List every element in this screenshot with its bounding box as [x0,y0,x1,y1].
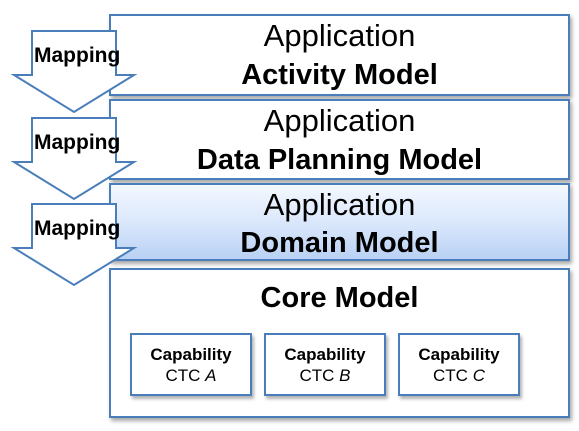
down-arrow-icon [10,203,138,287]
mapping-arrow-2: Mapping [8,117,138,201]
ctc-prefix: CTC [165,366,201,386]
ctc-letter: C [472,366,485,386]
capability-title: Capability [418,345,500,364]
domain-layer-title: Domain Model [240,227,439,259]
data-planning-model-layer: Application Data Planning Model [109,99,570,180]
data-planning-layer-line1: Application [263,103,416,138]
activity-layer-title: Activity Model [241,59,438,91]
capability-box-a: Capability CTC A [130,333,252,396]
domain-model-layer: Application Domain Model [109,183,570,261]
mapping-label: Mapping [34,131,121,154]
ctc-letter: B [339,366,351,386]
capability-box-c: Capability CTC C [398,333,520,396]
ctc-prefix: CTC [299,366,335,386]
mapping-label: Mapping [34,217,121,240]
mapping-arrow-3: Mapping [8,203,138,287]
domain-layer-line1: Application [263,187,416,222]
mapping-label: Mapping [34,44,121,67]
activity-layer-line1: Application [263,18,416,53]
down-arrow-icon [10,30,138,114]
capability-ctc-label: CTC A [132,365,250,387]
capability-ctc-label: CTC B [266,365,384,387]
activity-model-layer: Application Activity Model [109,14,570,96]
core-model-layer: Core Model Capability CTC A Capability C… [109,268,570,418]
core-model-title: Core Model [260,282,419,314]
ctc-prefix: CTC [433,366,468,386]
data-planning-layer-title: Data Planning Model [196,144,483,176]
mapping-arrow-1: Mapping [8,30,138,114]
capability-title: Capability [150,345,232,364]
capability-box-b: Capability CTC B [264,333,386,396]
capability-title: Capability [284,345,366,364]
capability-ctc-label: CTC C [400,365,518,387]
ctc-letter: A [205,366,217,386]
down-arrow-icon [10,117,138,201]
